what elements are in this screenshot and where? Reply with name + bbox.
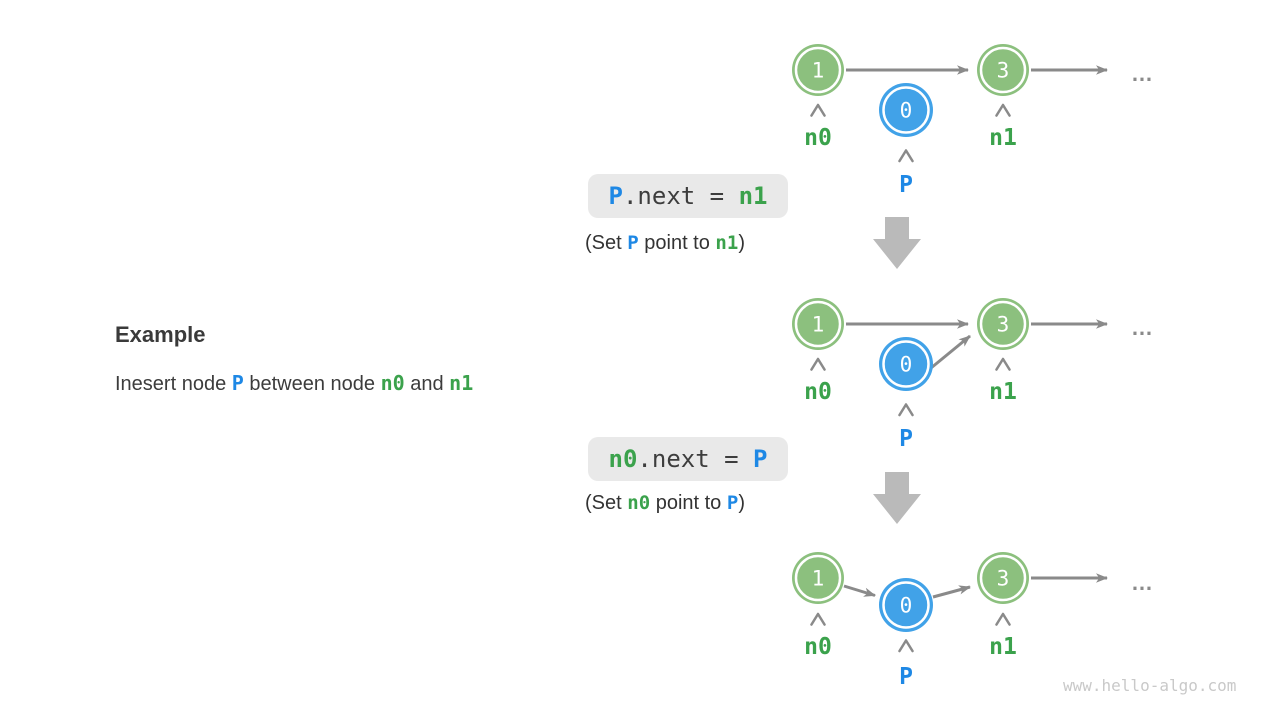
diagram-step-initial: 1 3 0 n0 n1 P … bbox=[792, 44, 1153, 198]
ellipsis: … bbox=[1131, 315, 1153, 340]
node-0: 0 bbox=[879, 83, 933, 137]
node-value: 0 bbox=[900, 594, 913, 618]
caption-token-p: P bbox=[627, 232, 639, 254]
code-box-n0-next: n0.next = P bbox=[588, 437, 788, 481]
label-n1: n1 bbox=[989, 634, 1017, 660]
label-p: P bbox=[899, 172, 913, 198]
code-token-n1: n1 bbox=[738, 182, 768, 210]
caption-token-n1: n1 bbox=[715, 232, 739, 254]
node-1: 1 bbox=[792, 44, 844, 96]
node-value: 0 bbox=[900, 353, 913, 377]
pointer-caret-icon bbox=[810, 357, 826, 371]
label-n1: n1 bbox=[989, 125, 1017, 151]
caption-text: point to bbox=[638, 232, 716, 254]
token-p: P bbox=[231, 371, 244, 395]
arrow-p-to-n1 bbox=[932, 585, 971, 599]
node-0: 0 bbox=[879, 578, 933, 632]
node-value: 0 bbox=[900, 99, 913, 123]
caption-text: (Set bbox=[585, 492, 628, 514]
caption-text: ) bbox=[738, 492, 745, 514]
watermark: www.hello-algo.com bbox=[1063, 676, 1237, 695]
down-arrow-icon bbox=[873, 472, 921, 524]
description-text: between node bbox=[243, 373, 381, 395]
label-p: P bbox=[899, 664, 913, 690]
description-text: and bbox=[404, 373, 450, 395]
node-3: 3 bbox=[977, 298, 1029, 350]
pointer-caret-icon bbox=[810, 612, 826, 626]
label-n1: n1 bbox=[989, 379, 1017, 405]
label-p: P bbox=[899, 426, 913, 452]
node-value: 1 bbox=[812, 59, 825, 83]
ellipsis: … bbox=[1131, 61, 1153, 86]
node-0: 0 bbox=[879, 337, 933, 391]
code-caption-1: (Set P point to n1) bbox=[585, 232, 745, 255]
code-token-p: P bbox=[753, 445, 768, 473]
pointer-caret-icon bbox=[898, 149, 914, 163]
caption-token-p: P bbox=[726, 492, 739, 514]
pointer-caret-icon bbox=[995, 612, 1011, 626]
example-description: Inesert node P between node n0 and n1 bbox=[115, 371, 473, 396]
example-heading: Example bbox=[115, 322, 206, 347]
node-1: 1 bbox=[792, 552, 844, 604]
pointer-caret-icon bbox=[810, 103, 826, 117]
label-n0: n0 bbox=[804, 125, 832, 151]
node-value: 1 bbox=[812, 313, 825, 337]
pointer-caret-icon bbox=[995, 103, 1011, 117]
arrow-n0-to-p bbox=[843, 584, 876, 597]
node-value: 1 bbox=[812, 567, 825, 591]
caption-text: (Set bbox=[585, 232, 628, 254]
pointer-caret-icon bbox=[898, 639, 914, 653]
node-1: 1 bbox=[792, 298, 844, 350]
pointer-caret-icon bbox=[898, 403, 914, 417]
token-n1: n1 bbox=[449, 371, 474, 395]
caption-text: ) bbox=[738, 232, 745, 254]
diagram-step-final: 1 3 0 n0 n1 P … bbox=[792, 552, 1153, 690]
token-n0: n0 bbox=[380, 371, 405, 395]
code-token-p: P bbox=[608, 182, 623, 210]
diagram-step-after-p-next: 1 3 0 n0 n1 P … bbox=[792, 298, 1153, 452]
node-3: 3 bbox=[977, 552, 1029, 604]
code-text: .next = bbox=[637, 445, 754, 473]
down-arrow-icon bbox=[873, 217, 921, 269]
label-n0: n0 bbox=[804, 379, 832, 405]
code-token-n0: n0 bbox=[608, 445, 638, 473]
label-n0: n0 bbox=[804, 634, 832, 660]
code-caption-2: (Set n0 point to P) bbox=[585, 492, 745, 515]
node-value: 3 bbox=[997, 567, 1010, 591]
node-value: 3 bbox=[997, 313, 1010, 337]
pointer-caret-icon bbox=[995, 357, 1011, 371]
arrow-p-to-n1 bbox=[930, 334, 971, 370]
caption-token-n0: n0 bbox=[627, 492, 651, 514]
code-box-p-next: P.next = n1 bbox=[588, 174, 788, 218]
ellipsis: … bbox=[1131, 570, 1153, 595]
node-value: 3 bbox=[997, 59, 1010, 83]
description-text: Inesert node bbox=[115, 373, 232, 395]
code-text: .next = bbox=[622, 182, 739, 210]
node-3: 3 bbox=[977, 44, 1029, 96]
caption-text: point to bbox=[650, 492, 727, 514]
